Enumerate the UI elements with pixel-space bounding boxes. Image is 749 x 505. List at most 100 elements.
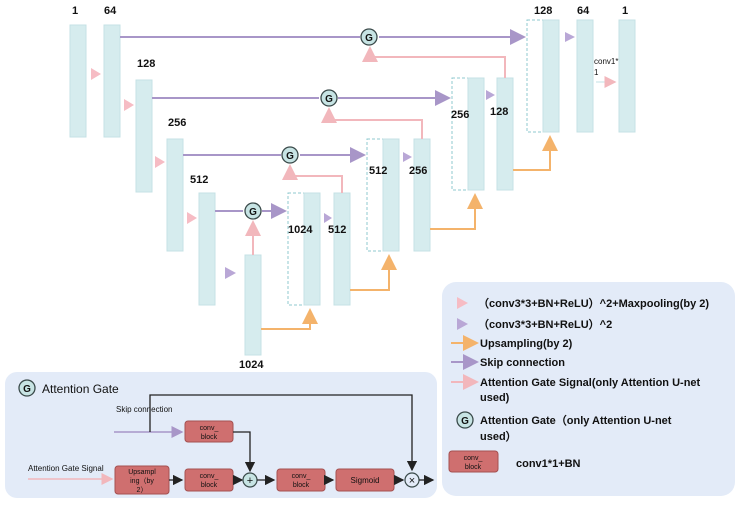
label-dec-256: 256 xyxy=(451,109,469,121)
conv-triangle-dec-4 xyxy=(565,32,575,42)
feature-map-dec-512b xyxy=(382,138,400,252)
attn-signal-2 xyxy=(282,164,343,193)
svg-text:ing（by: ing（by xyxy=(130,477,154,485)
attention-gate-256: G xyxy=(281,146,299,164)
legend-attn-signal-text: Attention Gate Signal(only Attention U-n… xyxy=(480,377,701,389)
label-128: 128 xyxy=(137,58,155,70)
feature-map-dec-256b xyxy=(467,77,485,191)
panel-sum-node: + xyxy=(242,472,258,488)
conv1x1-label-line1: conv1* xyxy=(594,57,618,66)
legend-attn-signal-text2: used) xyxy=(480,392,510,404)
conv-triangle-bottom xyxy=(225,267,236,279)
feature-map-enc-128 xyxy=(135,79,153,193)
attention-gate-128: G xyxy=(320,89,338,107)
legend-upsample-text: Upsampling(by 2) xyxy=(480,338,573,350)
label-dec-512: 512 xyxy=(369,165,387,177)
label-out-64: 64 xyxy=(577,5,590,17)
svg-text:block: block xyxy=(201,482,218,489)
label-out-1: 1 xyxy=(622,5,628,17)
conv-triangle-dec-1 xyxy=(324,213,332,223)
svg-text:conv_: conv_ xyxy=(200,425,219,432)
gate-glyph: G xyxy=(23,384,31,395)
panel-skip-label: Skip connection xyxy=(116,405,172,414)
svg-text:×: × xyxy=(409,475,415,487)
up-dashed-512 xyxy=(366,138,384,252)
legend-panel xyxy=(442,282,735,496)
panel-multiply-node: × xyxy=(404,472,420,488)
legend-block-text: conv1*1+BN xyxy=(516,458,581,470)
svg-text:conv_: conv_ xyxy=(464,455,483,462)
attn-signal-3 xyxy=(321,107,423,139)
panel-signal-conv-block: conv_ block xyxy=(184,468,234,492)
svg-text:block: block xyxy=(293,482,310,489)
feature-map-enc-256 xyxy=(166,138,184,252)
legend-gate-text2: used） xyxy=(480,430,517,443)
feature-map-dec-512a xyxy=(333,192,351,306)
label-up-256: 256 xyxy=(409,165,427,177)
panel-title: Attention Gate xyxy=(42,382,119,396)
gate-glyph: G xyxy=(249,207,257,218)
conv-triangle-dec-2 xyxy=(403,152,412,162)
label-256: 256 xyxy=(168,117,186,129)
gate-glyph: G xyxy=(325,94,333,105)
panel-sigmoid-block: Sigmoid xyxy=(335,468,395,492)
svg-text:conv_: conv_ xyxy=(292,473,311,480)
label-up-1024: 1024 xyxy=(288,224,313,236)
panel-signal-label: Attention Gate Signal xyxy=(28,464,104,473)
svg-text:conv_: conv_ xyxy=(200,473,219,480)
svg-text:block: block xyxy=(201,434,218,441)
svg-text:Upsampl: Upsampl xyxy=(128,469,156,476)
svg-text:block: block xyxy=(465,464,482,471)
upsample-4 xyxy=(513,135,558,171)
feature-map-input-1 xyxy=(69,24,87,138)
legend-block-icon: conv_ block xyxy=(448,450,499,473)
panel-upsampling-block: Upsampl ing（by 2） xyxy=(114,465,170,495)
attn-signal-4 xyxy=(362,46,506,78)
up-dashed-256 xyxy=(451,77,469,191)
gate-glyph: G xyxy=(461,416,469,427)
label-up-512: 512 xyxy=(328,224,346,236)
feature-map-enc-512 xyxy=(198,192,216,306)
upsample-2 xyxy=(350,254,397,291)
label-up-128: 128 xyxy=(490,106,508,118)
pool-triangle-1 xyxy=(91,68,101,80)
label-input-1: 1 xyxy=(72,5,78,17)
up-dashed-1024 xyxy=(287,192,305,306)
label-64: 64 xyxy=(104,5,117,17)
legend-pool-triangle-icon xyxy=(457,297,468,309)
legend-pool-text: （conv3*3+BN+ReLU）^2+Maxpooling(by 2) xyxy=(478,297,709,310)
panel-skip-to-sum xyxy=(233,431,256,473)
legend-conv-triangle-icon xyxy=(457,318,468,330)
svg-text:+: + xyxy=(247,475,253,487)
gate-glyph: G xyxy=(286,151,294,162)
conv-triangle-dec-3 xyxy=(486,90,495,100)
svg-text:2）: 2） xyxy=(137,486,148,494)
legend-skip-text: Skip connection xyxy=(480,357,565,369)
feature-map-output-1 xyxy=(618,19,636,133)
feature-map-enc-64 xyxy=(103,24,121,138)
feature-map-dec-128 xyxy=(496,77,514,191)
legend-gate-icon: G xyxy=(456,411,474,429)
gate-glyph: G xyxy=(365,33,373,44)
upsample-1 xyxy=(261,308,318,330)
attention-gate-64: G xyxy=(360,28,378,46)
attention-gate-512: G xyxy=(244,202,262,220)
feature-map-bottleneck-1024 xyxy=(244,254,262,356)
pool-triangle-4 xyxy=(187,212,197,224)
panel-skip-conv-block: conv_ block xyxy=(184,420,234,443)
feature-map-dec-1024 xyxy=(303,192,321,306)
panel-gate-icon: G xyxy=(18,379,36,397)
feature-map-dec-128b xyxy=(542,19,560,133)
up-dashed-128 xyxy=(526,19,544,133)
label-512: 512 xyxy=(190,174,208,186)
panel-after-sum-conv-block: conv_ block xyxy=(276,468,326,492)
feature-map-dec-256 xyxy=(413,138,431,252)
legend-conv-text: （conv3*3+BN+ReLU）^2 xyxy=(478,318,612,331)
panel-skip-bypass xyxy=(149,394,418,472)
feature-map-dec-64 xyxy=(576,19,594,133)
pool-triangle-3 xyxy=(155,156,165,168)
label-dec-128: 128 xyxy=(534,5,552,17)
legend-gate-text: Attention Gate（only Attention U-net xyxy=(480,414,672,427)
